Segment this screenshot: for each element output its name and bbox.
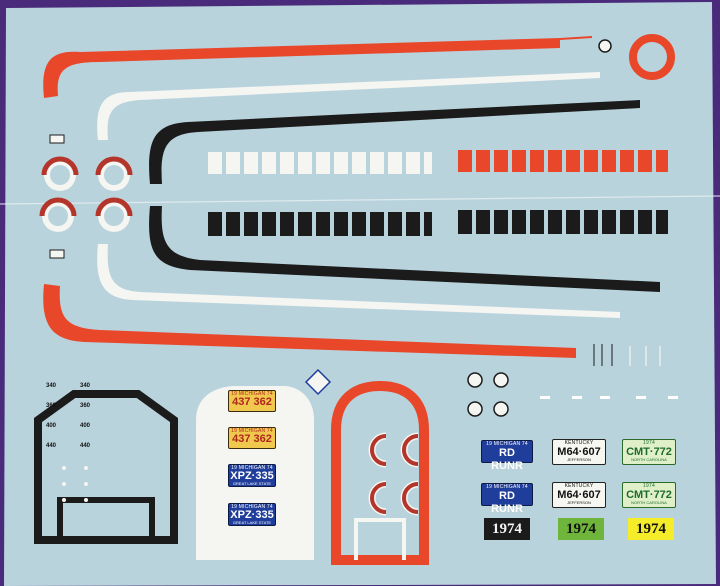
plate-number: RD RUNR (491, 447, 523, 472)
small-grey-marks (540, 396, 678, 399)
plate-state: 19 MICHIGAN 74 (231, 428, 273, 434)
small-medallions (467, 372, 509, 417)
red-ring-decal (629, 34, 675, 80)
engine-size-label: 360 (46, 403, 57, 409)
red-hood-panel (331, 380, 429, 565)
black-block-strip-left (208, 212, 432, 236)
license-plate-michigan-blue: 19 MICHIGAN 74 XPZ·335 GREAT LAKE STATE (228, 503, 276, 526)
white-block-strip (208, 152, 432, 174)
plate-note: JEFFERSON (567, 500, 591, 505)
plate-number: 437 362 (232, 433, 272, 445)
plate-number: CMT·772 (626, 446, 672, 458)
air-cleaner-decals-left (39, 156, 133, 232)
plate-note: GREAT LAKE STATE (232, 520, 272, 525)
plate-number: 437 362 (232, 396, 272, 408)
plate-number: M64·607 (557, 446, 601, 458)
engine-size-label: 360 (80, 403, 91, 409)
license-plate-rd-runr: 19 MICHIGAN 74 RD RUNR (481, 440, 533, 472)
license-plate-north-carolina: 1974 CMT·772 NORTH CAROLINA (622, 439, 676, 465)
red-side-stripe-bottom (43, 284, 577, 358)
red-side-stripe-top (43, 36, 592, 98)
white-dot-markers (62, 466, 88, 502)
engine-size-label: 400 (80, 423, 91, 429)
plate-number: M64·607 (557, 489, 601, 501)
decal-sheet (4, 2, 716, 586)
small-round-logo-icon (598, 39, 612, 53)
license-plate-rd-runr: 19 MICHIGAN 74 RD RUNR (481, 483, 533, 515)
engine-size-label: 400 (46, 423, 57, 429)
plate-note: JEFFERSON (567, 457, 591, 462)
engine-size-label: 340 (46, 383, 57, 389)
license-plate-kentucky: KENTUCKY M64·607 JEFFERSON (552, 482, 606, 508)
plate-number: CMT·772 (626, 489, 672, 501)
plate-state: 19 MICHIGAN 74 (486, 484, 528, 490)
plate-number: RD RUNR (491, 490, 523, 515)
plate-state: 19 MICHIGAN 74 (486, 441, 528, 447)
black-block-strip-right (458, 210, 668, 234)
black-hood-panel (34, 390, 178, 544)
plate-number: XPZ·335 (230, 470, 274, 482)
plate-state: 19 MICHIGAN 74 (231, 391, 273, 397)
small-emblem-icon (49, 134, 65, 144)
plate-note: NORTH CAROLINA (631, 500, 667, 505)
plate-note: GREAT LAKE STATE (232, 481, 272, 486)
year-tag-yellow: 1974 (628, 518, 674, 540)
license-plate-michigan-blue: 19 MICHIGAN 74 XPZ·335 GREAT LAKE STATE (228, 464, 276, 487)
license-plate-michigan-orange: 19 MICHIGAN 74 437 362 (228, 427, 276, 449)
small-white-ticks (629, 346, 661, 366)
plate-state: KENTUCKY (564, 440, 594, 446)
red-block-strip (458, 150, 668, 172)
license-plate-north-carolina: 1974 CMT·772 NORTH CAROLINA (622, 482, 676, 508)
license-plate-michigan-orange: 19 MICHIGAN 74 437 362 (228, 390, 276, 412)
engine-size-label: 340 (80, 383, 91, 389)
engine-size-label: 440 (80, 443, 91, 449)
engine-size-label: 440 (46, 443, 57, 449)
white-side-stripe-top (97, 72, 601, 140)
year-tag-black: 1974 (484, 518, 530, 540)
hood-emblem-arcs (368, 432, 419, 516)
plate-note: NORTH CAROLINA (631, 457, 667, 462)
plate-state: 19 MICHIGAN 74 (231, 465, 273, 471)
year-tag-green: 1974 (558, 518, 604, 540)
small-emblem-icon (49, 249, 65, 259)
plate-number: XPZ·335 (230, 509, 274, 521)
plate-state: KENTUCKY (564, 483, 594, 489)
black-side-stripe-top (149, 100, 640, 184)
white-side-stripe-bottom (97, 244, 620, 318)
black-side-stripe-bottom (149, 206, 661, 292)
license-plate-kentucky: KENTUCKY M64·607 JEFFERSON (552, 439, 606, 465)
plate-state: 1974 (643, 483, 655, 489)
small-stripe-ticks (593, 344, 613, 366)
plate-state: 19 MICHIGAN 74 (231, 504, 273, 510)
plate-state: 1974 (643, 440, 655, 446)
diamond-logo-icon (304, 368, 332, 396)
